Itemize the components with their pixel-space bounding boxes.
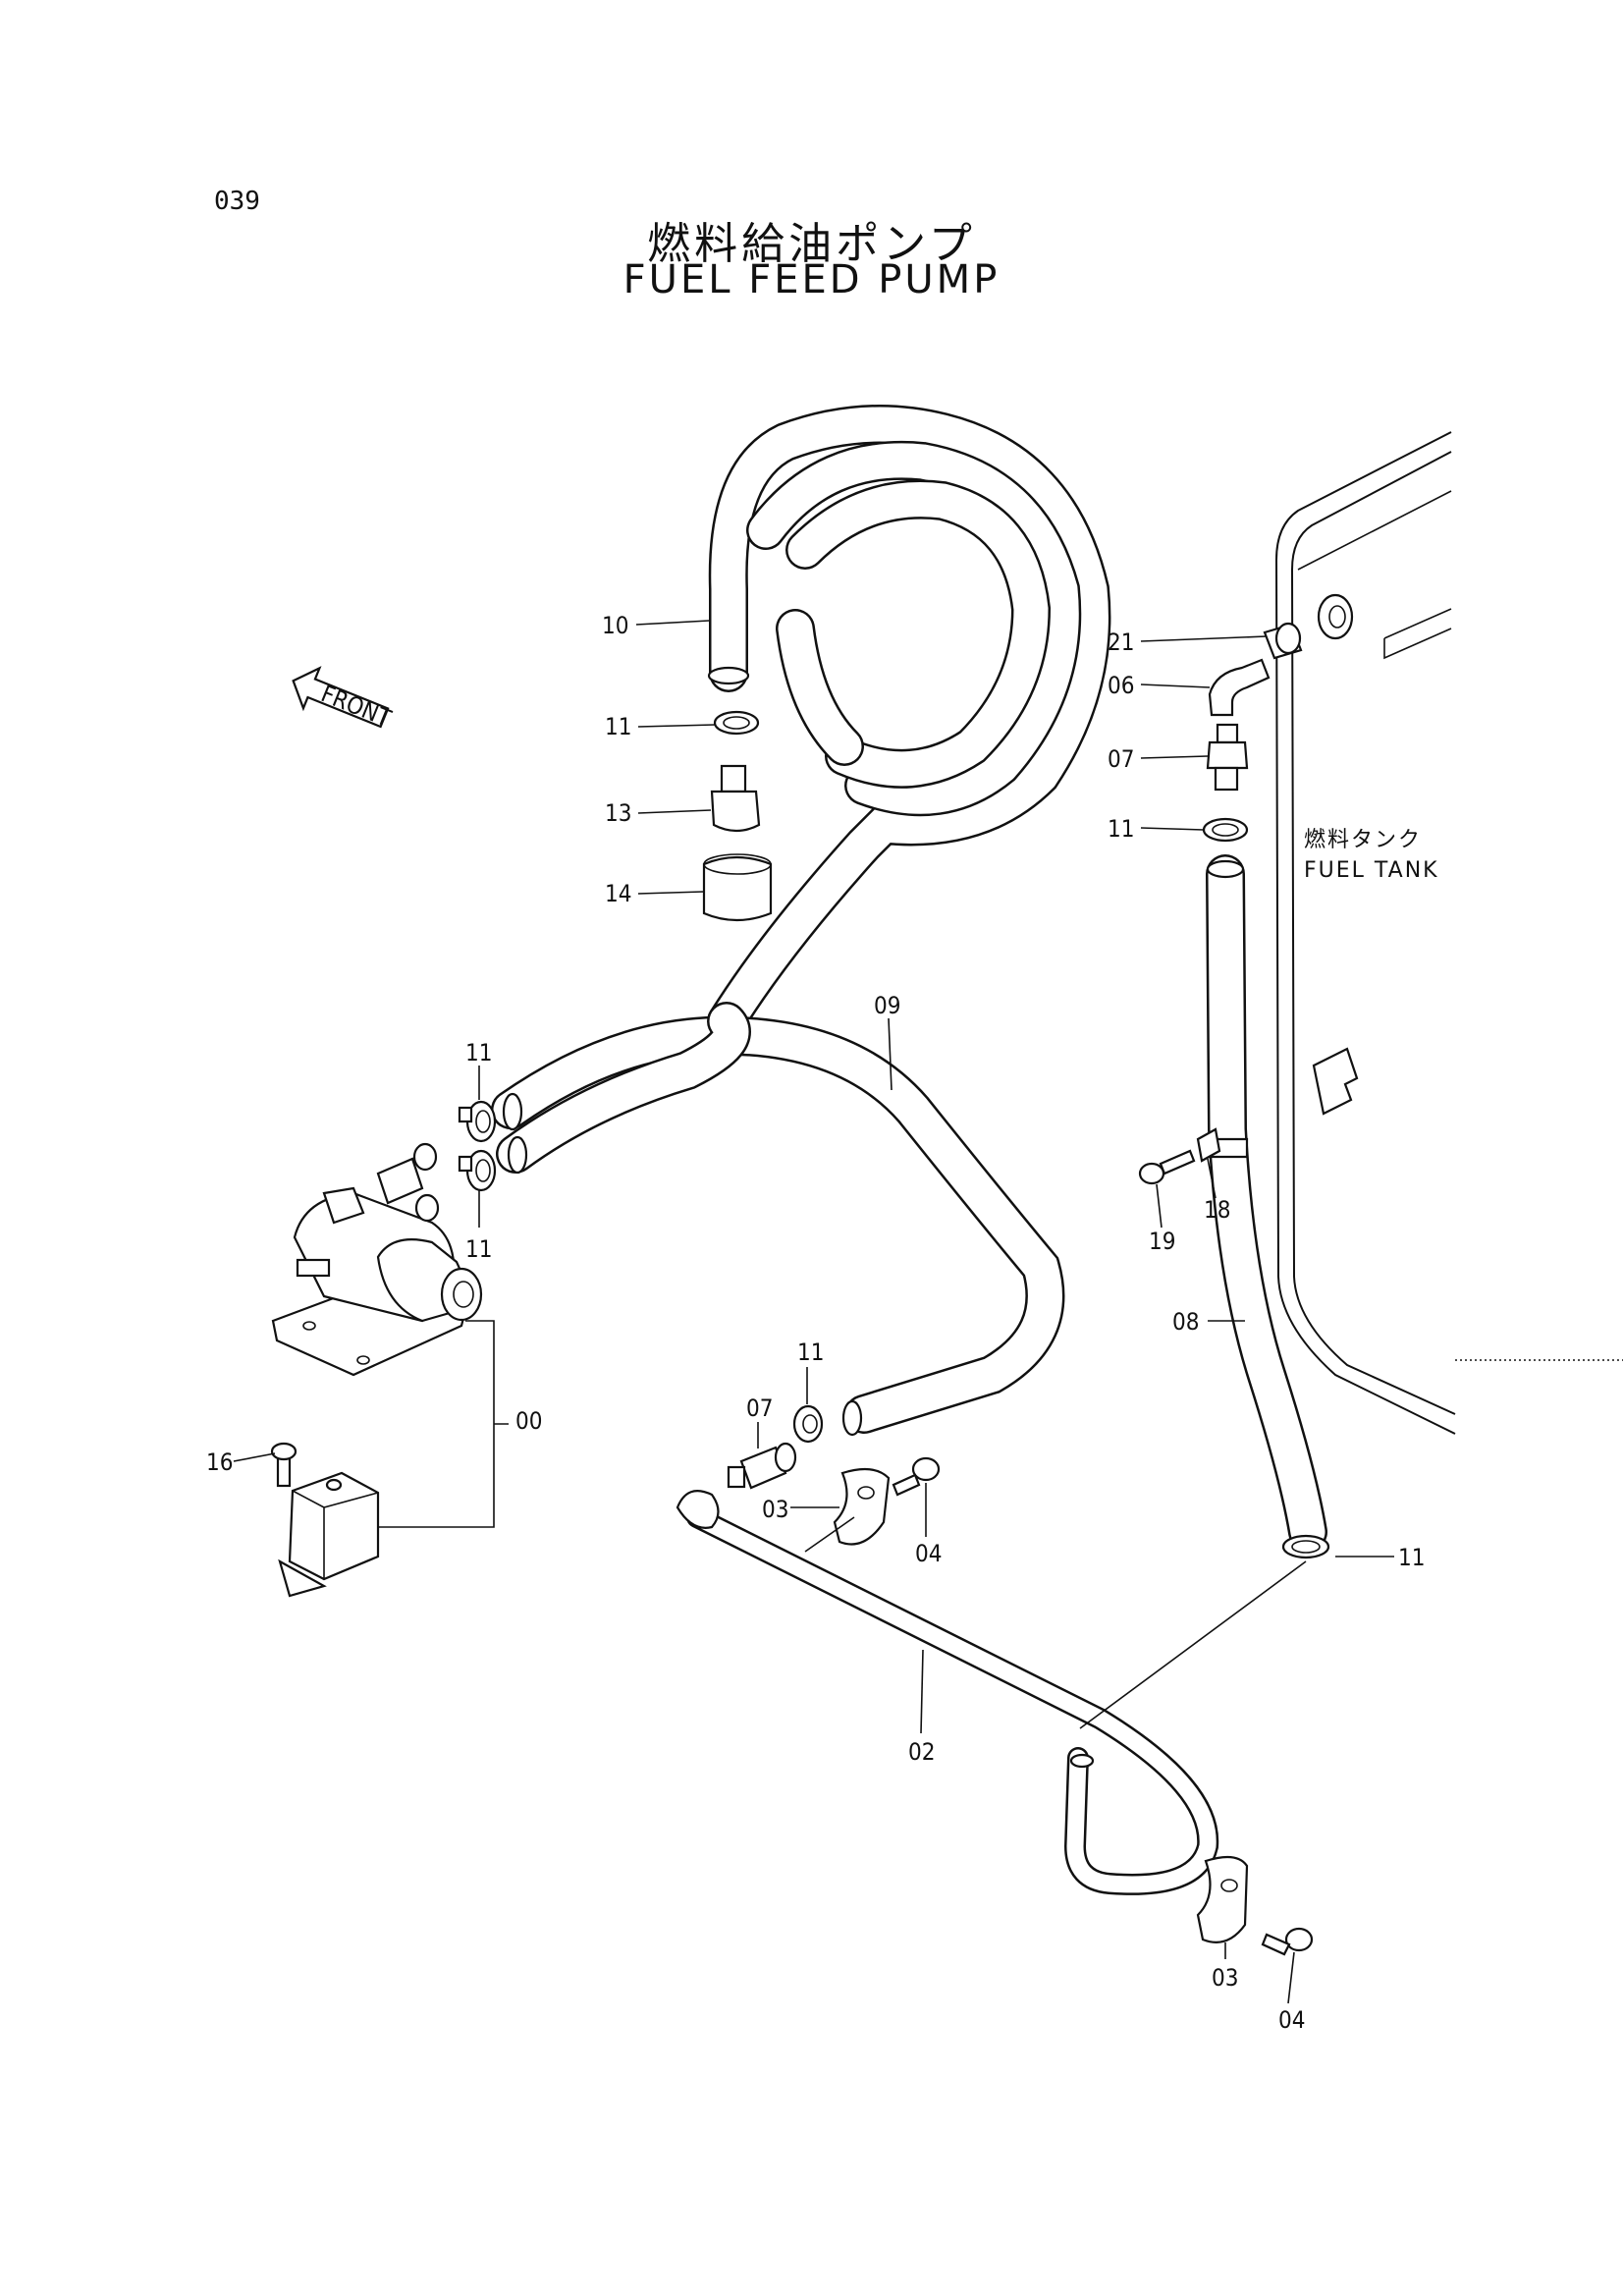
callout-09: 09	[874, 992, 900, 1019]
callout-06: 06	[1108, 672, 1134, 699]
callout-13: 13	[605, 799, 631, 827]
fuel-feed-pump	[271, 1142, 483, 1377]
callout-18: 18	[1204, 1196, 1230, 1224]
callout-labels: 10 11 13 14 21 06 07 11 09 11 11 19 18 0…	[206, 612, 1439, 2034]
callout-00: 00	[515, 1407, 542, 1435]
pipe-02	[676, 1490, 1219, 1895]
hose-08	[1204, 854, 1330, 1559]
title-english: FUEL FEED PUMP	[622, 257, 1001, 302]
callout-04: 04	[1278, 2006, 1305, 2034]
callout-14: 14	[605, 880, 631, 907]
hose-09	[491, 1002, 1065, 1437]
coiled-hose-10	[707, 405, 1111, 1041]
title-japanese: 燃料給油ポンプ	[647, 219, 976, 269]
small-parts	[458, 622, 1314, 1956]
callout-11: 11	[465, 1039, 492, 1066]
callout-19: 19	[1149, 1228, 1175, 1255]
leader-lines	[233, 620, 1394, 2004]
front-arrow-label: FRONT	[317, 680, 396, 733]
callout-21: 21	[1108, 629, 1134, 656]
fuel-tank-outline	[1274, 431, 1623, 1435]
callout-03: 03	[762, 1496, 788, 1523]
callout-16: 16	[206, 1449, 233, 1476]
front-arrow: FRONT	[292, 666, 396, 733]
callout-11: 11	[605, 713, 631, 740]
callout-08: 08	[1172, 1308, 1199, 1336]
page-number: 039	[214, 187, 260, 216]
callout-02: 02	[908, 1738, 935, 1766]
callout-07: 07	[746, 1394, 773, 1422]
callout-11: 11	[797, 1339, 824, 1366]
fuel-tank-label-japanese: 燃料タンク	[1304, 828, 1422, 852]
callout-04: 04	[915, 1540, 942, 1567]
callout-07: 07	[1108, 745, 1134, 773]
callout-11: 11	[1398, 1544, 1425, 1571]
callout-11: 11	[465, 1235, 492, 1263]
callout-03: 03	[1212, 1964, 1238, 1992]
fuel-tank-label-english: FUEL TANK	[1304, 858, 1439, 883]
callout-10: 10	[602, 612, 628, 639]
filter-box	[270, 1442, 380, 1598]
callout-11: 11	[1108, 815, 1134, 843]
